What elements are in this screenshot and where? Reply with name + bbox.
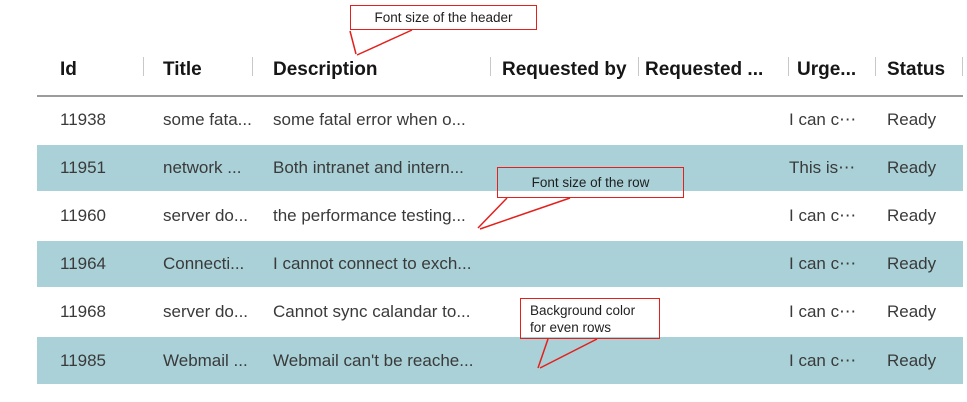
- cell-description: Webmail can't be reache...: [252, 335, 490, 384]
- header-row: Id Title Description Requested by Reques…: [37, 44, 963, 97]
- cell-status: Ready: [875, 143, 963, 192]
- callout-even-bg-line2: for even rows: [530, 319, 612, 335]
- cell-status: Ready: [875, 239, 963, 288]
- cell-description: Cannot sync calandar to...: [252, 287, 490, 336]
- cell-requested-by: [490, 287, 638, 336]
- cell-urgency: I can c⋯: [788, 335, 875, 384]
- cell-urgency: I can c⋯: [788, 239, 875, 288]
- cell-title: server do...: [143, 287, 252, 336]
- table-row[interactable]: 11938 some fata... some fatal error when…: [37, 95, 963, 144]
- cell-requested-by: [490, 239, 638, 288]
- table-row[interactable]: 11951 network ... Both intranet and inte…: [37, 143, 963, 192]
- cell-title: Webmail ...: [143, 335, 252, 384]
- id-link[interactable]: 11968: [37, 287, 143, 336]
- cell-urgency: I can c⋯: [788, 287, 875, 336]
- cell-description: some fatal error when o...: [252, 95, 490, 144]
- callout-header-font-label: Font size of the header: [374, 10, 513, 25]
- callout-row-font-label: Font size of the row: [531, 175, 650, 190]
- cell-requested-2: [638, 287, 788, 336]
- cell-urgency: I can c⋯: [788, 95, 875, 144]
- cell-status: Ready: [875, 95, 963, 144]
- column-header-status[interactable]: Status: [875, 44, 963, 97]
- cell-urgency: This is⋯: [788, 143, 875, 192]
- column-header-requested-2[interactable]: Requested ...: [638, 44, 788, 97]
- callout-header-font-size: Font size of the header: [350, 5, 537, 30]
- column-header-urgency[interactable]: Urge...: [788, 44, 875, 97]
- cell-urgency: I can c⋯: [788, 191, 875, 240]
- callout-row-font-size: Font size of the row: [497, 167, 684, 198]
- cell-requested-by: [490, 95, 638, 144]
- table-header: Id Title Description Requested by Reques…: [37, 44, 963, 97]
- id-link[interactable]: 11985: [37, 335, 143, 384]
- cell-description: I cannot connect to exch...: [252, 239, 490, 288]
- cell-title: server do...: [143, 191, 252, 240]
- cell-requested-by: [490, 335, 638, 384]
- cell-requested-by: [490, 191, 638, 240]
- column-header-requested-by[interactable]: Requested by: [490, 44, 638, 97]
- callout-even-row-background: Background color for even rows: [520, 298, 660, 339]
- cell-description: Both intranet and intern...: [252, 143, 490, 192]
- tickets-table: Id Title Description Requested by Reques…: [37, 44, 963, 384]
- cell-requested-2: [638, 239, 788, 288]
- callout-even-bg-line1: Background color: [530, 302, 636, 318]
- cell-status: Ready: [875, 335, 963, 384]
- cell-status: Ready: [875, 287, 963, 336]
- table-row[interactable]: 11960 server do... the performance testi…: [37, 191, 963, 240]
- cell-requested-2: [638, 143, 788, 192]
- cell-title: some fata...: [143, 95, 252, 144]
- id-link[interactable]: 11964: [37, 239, 143, 288]
- cell-requested-2: [638, 95, 788, 144]
- cell-description: the performance testing...: [252, 191, 490, 240]
- column-header-description[interactable]: Description: [252, 44, 490, 97]
- column-header-title[interactable]: Title: [143, 44, 252, 97]
- table-row[interactable]: 11968 server do... Cannot sync calandar …: [37, 287, 963, 336]
- cell-status: Ready: [875, 191, 963, 240]
- cell-title: network ...: [143, 143, 252, 192]
- cell-requested-2: [638, 191, 788, 240]
- table-body: 11938 some fata... some fatal error when…: [37, 95, 963, 384]
- cell-requested-2: [638, 335, 788, 384]
- column-header-id[interactable]: Id: [37, 44, 143, 97]
- table-row[interactable]: 11985 Webmail ... Webmail can't be reach…: [37, 335, 963, 384]
- id-link[interactable]: 11951: [37, 143, 143, 192]
- cell-title: Connecti...: [143, 239, 252, 288]
- id-link[interactable]: 11960: [37, 191, 143, 240]
- table-row[interactable]: 11964 Connecti... I cannot connect to ex…: [37, 239, 963, 288]
- id-link[interactable]: 11938: [37, 95, 143, 144]
